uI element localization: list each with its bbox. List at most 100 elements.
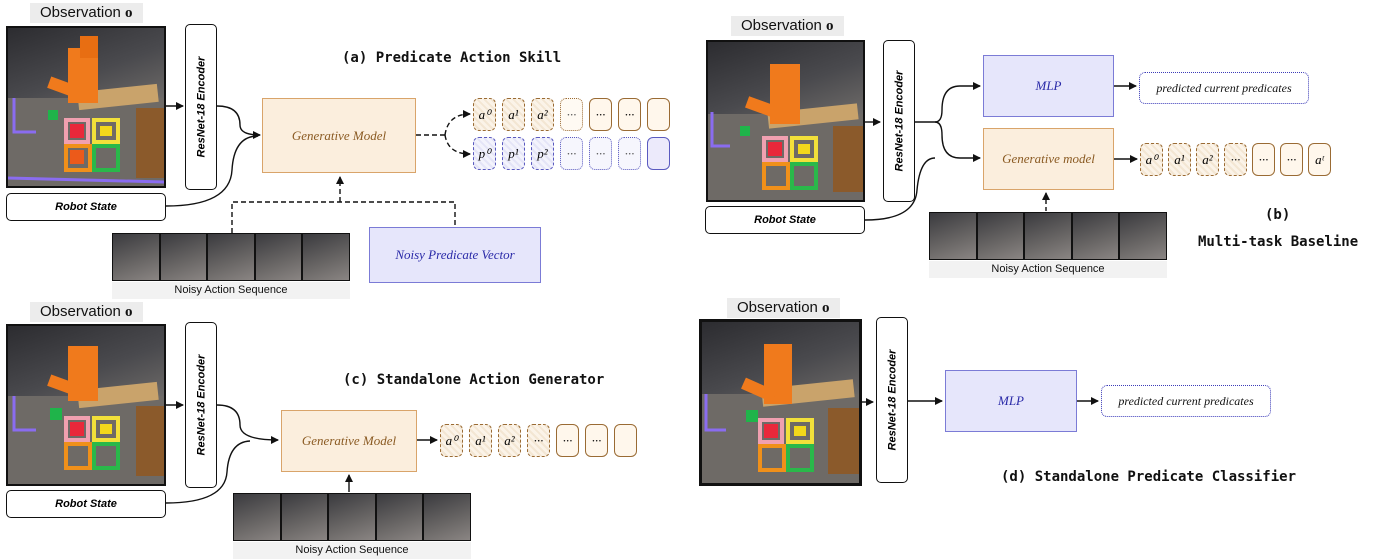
panel-b-title: Multi-task Baseline xyxy=(1198,234,1359,250)
noisy-action-strip-c xyxy=(233,493,471,541)
predicate-token: p² xyxy=(531,137,554,170)
noisy-frame xyxy=(160,234,207,280)
noisy-action-label-c: Noisy Action Sequence xyxy=(233,542,471,559)
observation-label-c: Observation o xyxy=(30,302,143,322)
action-token: a¹ xyxy=(469,424,492,457)
mlp-label: MLP xyxy=(1035,78,1062,93)
noisy-action-strip-a xyxy=(112,233,350,281)
generative-model-label: Generative Model xyxy=(291,127,387,143)
robot-state-box-c: Robot State xyxy=(6,490,166,518)
predicate-token: p¹ xyxy=(502,137,525,170)
panel-c-title: (c) Standalone Action Generator xyxy=(343,372,605,388)
observation-image-a xyxy=(6,26,166,188)
robot-state-label: Robot State xyxy=(754,214,816,226)
action-token: ··· xyxy=(585,424,608,457)
action-token xyxy=(647,98,670,131)
observation-image-b xyxy=(706,40,865,202)
noisy-predicate-vector-label: Noisy Predicate Vector xyxy=(395,247,515,262)
noisy-frame xyxy=(1072,213,1119,259)
observation-symbol: o xyxy=(826,18,834,34)
noisy-frame xyxy=(376,494,423,540)
action-token: ··· xyxy=(1280,143,1303,176)
encoder-box-a: ResNet-18 Encoder xyxy=(185,24,217,190)
noisy-frame xyxy=(1120,213,1166,259)
noisy-frame xyxy=(424,494,470,540)
panel-b-title-letter: (b) xyxy=(1265,207,1291,223)
observation-text: Observation xyxy=(40,4,121,21)
robot-state-box-a: Robot State xyxy=(6,193,166,221)
observation-text: Observation xyxy=(741,17,822,34)
predicted-predicates-box-b: predicted current predicates xyxy=(1139,72,1309,104)
predicted-predicates-box-d: predicted current predicates xyxy=(1101,385,1271,417)
observation-image-d xyxy=(699,319,862,486)
observation-symbol: o xyxy=(822,300,830,316)
noisy-frame xyxy=(113,234,159,280)
predicate-token xyxy=(647,137,670,170)
action-token: a⁰ xyxy=(473,98,496,131)
panel-d-title: (d) Standalone Predicate Classifier xyxy=(1001,469,1297,485)
encoder-label: ResNet-18 Encoder xyxy=(886,349,898,451)
noisy-frame xyxy=(281,494,328,540)
predicate-token: ··· xyxy=(618,137,641,170)
action-token: a² xyxy=(1196,143,1219,176)
action-token: ··· xyxy=(1252,143,1275,176)
robot-state-label: Robot State xyxy=(55,201,117,213)
observation-label-d: Observation o xyxy=(727,298,840,318)
noisy-frame xyxy=(303,234,349,280)
action-token xyxy=(614,424,637,457)
mlp-box-b: MLP xyxy=(983,55,1114,117)
observation-label-b: Observation o xyxy=(731,16,844,36)
noisy-frame xyxy=(255,234,302,280)
encoder-label: ResNet-18 Encoder xyxy=(195,354,207,456)
generative-model-box-c: Generative Model xyxy=(281,410,417,472)
action-token: ··· xyxy=(1224,143,1247,176)
predicate-token: ··· xyxy=(560,137,583,170)
generative-model-box-a: Generative Model xyxy=(262,98,416,173)
noisy-frame xyxy=(1025,213,1071,259)
generative-model-label: Generative model xyxy=(1002,151,1095,166)
panel-a-title: (a) Predicate Action Skill xyxy=(342,50,562,66)
predicted-predicates-label: predicted current predicates xyxy=(1156,80,1292,95)
action-token: a² xyxy=(531,98,554,131)
action-token: ··· xyxy=(556,424,579,457)
encoder-label: ResNet-18 Encoder xyxy=(195,56,207,158)
mlp-box-d: MLP xyxy=(945,370,1077,432)
action-token: a¹ xyxy=(1168,143,1191,176)
action-token: ··· xyxy=(560,98,583,131)
noisy-action-label-b: Noisy Action Sequence xyxy=(929,261,1167,278)
noisy-action-strip-b xyxy=(929,212,1167,260)
noisy-frame xyxy=(930,213,976,259)
observation-symbol: o xyxy=(125,304,133,320)
noisy-predicate-vector-box: Noisy Predicate Vector xyxy=(369,227,541,283)
encoder-label: ResNet-18 Encoder xyxy=(893,70,905,172)
mlp-label: MLP xyxy=(998,393,1024,408)
observation-symbol: o xyxy=(125,5,133,21)
generative-model-box-b: Generative model xyxy=(983,128,1114,190)
action-token: ··· xyxy=(527,424,550,457)
encoder-box-b: ResNet-18 Encoder xyxy=(883,40,915,202)
robot-state-label: Robot State xyxy=(55,498,117,510)
noisy-action-label-a: Noisy Action Sequence xyxy=(112,282,350,299)
observation-text: Observation xyxy=(737,299,818,316)
observation-image-c xyxy=(6,324,166,486)
encoder-box-d: ResNet-18 Encoder xyxy=(876,317,908,483)
generative-model-label: Generative Model xyxy=(301,433,397,448)
noisy-frame xyxy=(208,234,254,280)
action-token: ··· xyxy=(618,98,641,131)
noisy-frame xyxy=(234,494,280,540)
action-token: a⁰ xyxy=(1140,143,1163,176)
predicate-token: p⁰ xyxy=(473,137,496,170)
robot-state-box-b: Robot State xyxy=(705,206,865,234)
noisy-frame xyxy=(977,213,1024,259)
predicted-predicates-label: predicted current predicates xyxy=(1118,393,1254,408)
observation-label-a: Observation o xyxy=(30,3,143,23)
action-token: a² xyxy=(498,424,521,457)
action-token: ··· xyxy=(589,98,612,131)
action-token: a⁰ xyxy=(440,424,463,457)
encoder-box-c: ResNet-18 Encoder xyxy=(185,322,217,488)
observation-text: Observation xyxy=(40,303,121,320)
action-token: aᵗ xyxy=(1308,143,1331,176)
action-token: a¹ xyxy=(502,98,525,131)
predicate-token: ··· xyxy=(589,137,612,170)
noisy-frame xyxy=(329,494,375,540)
